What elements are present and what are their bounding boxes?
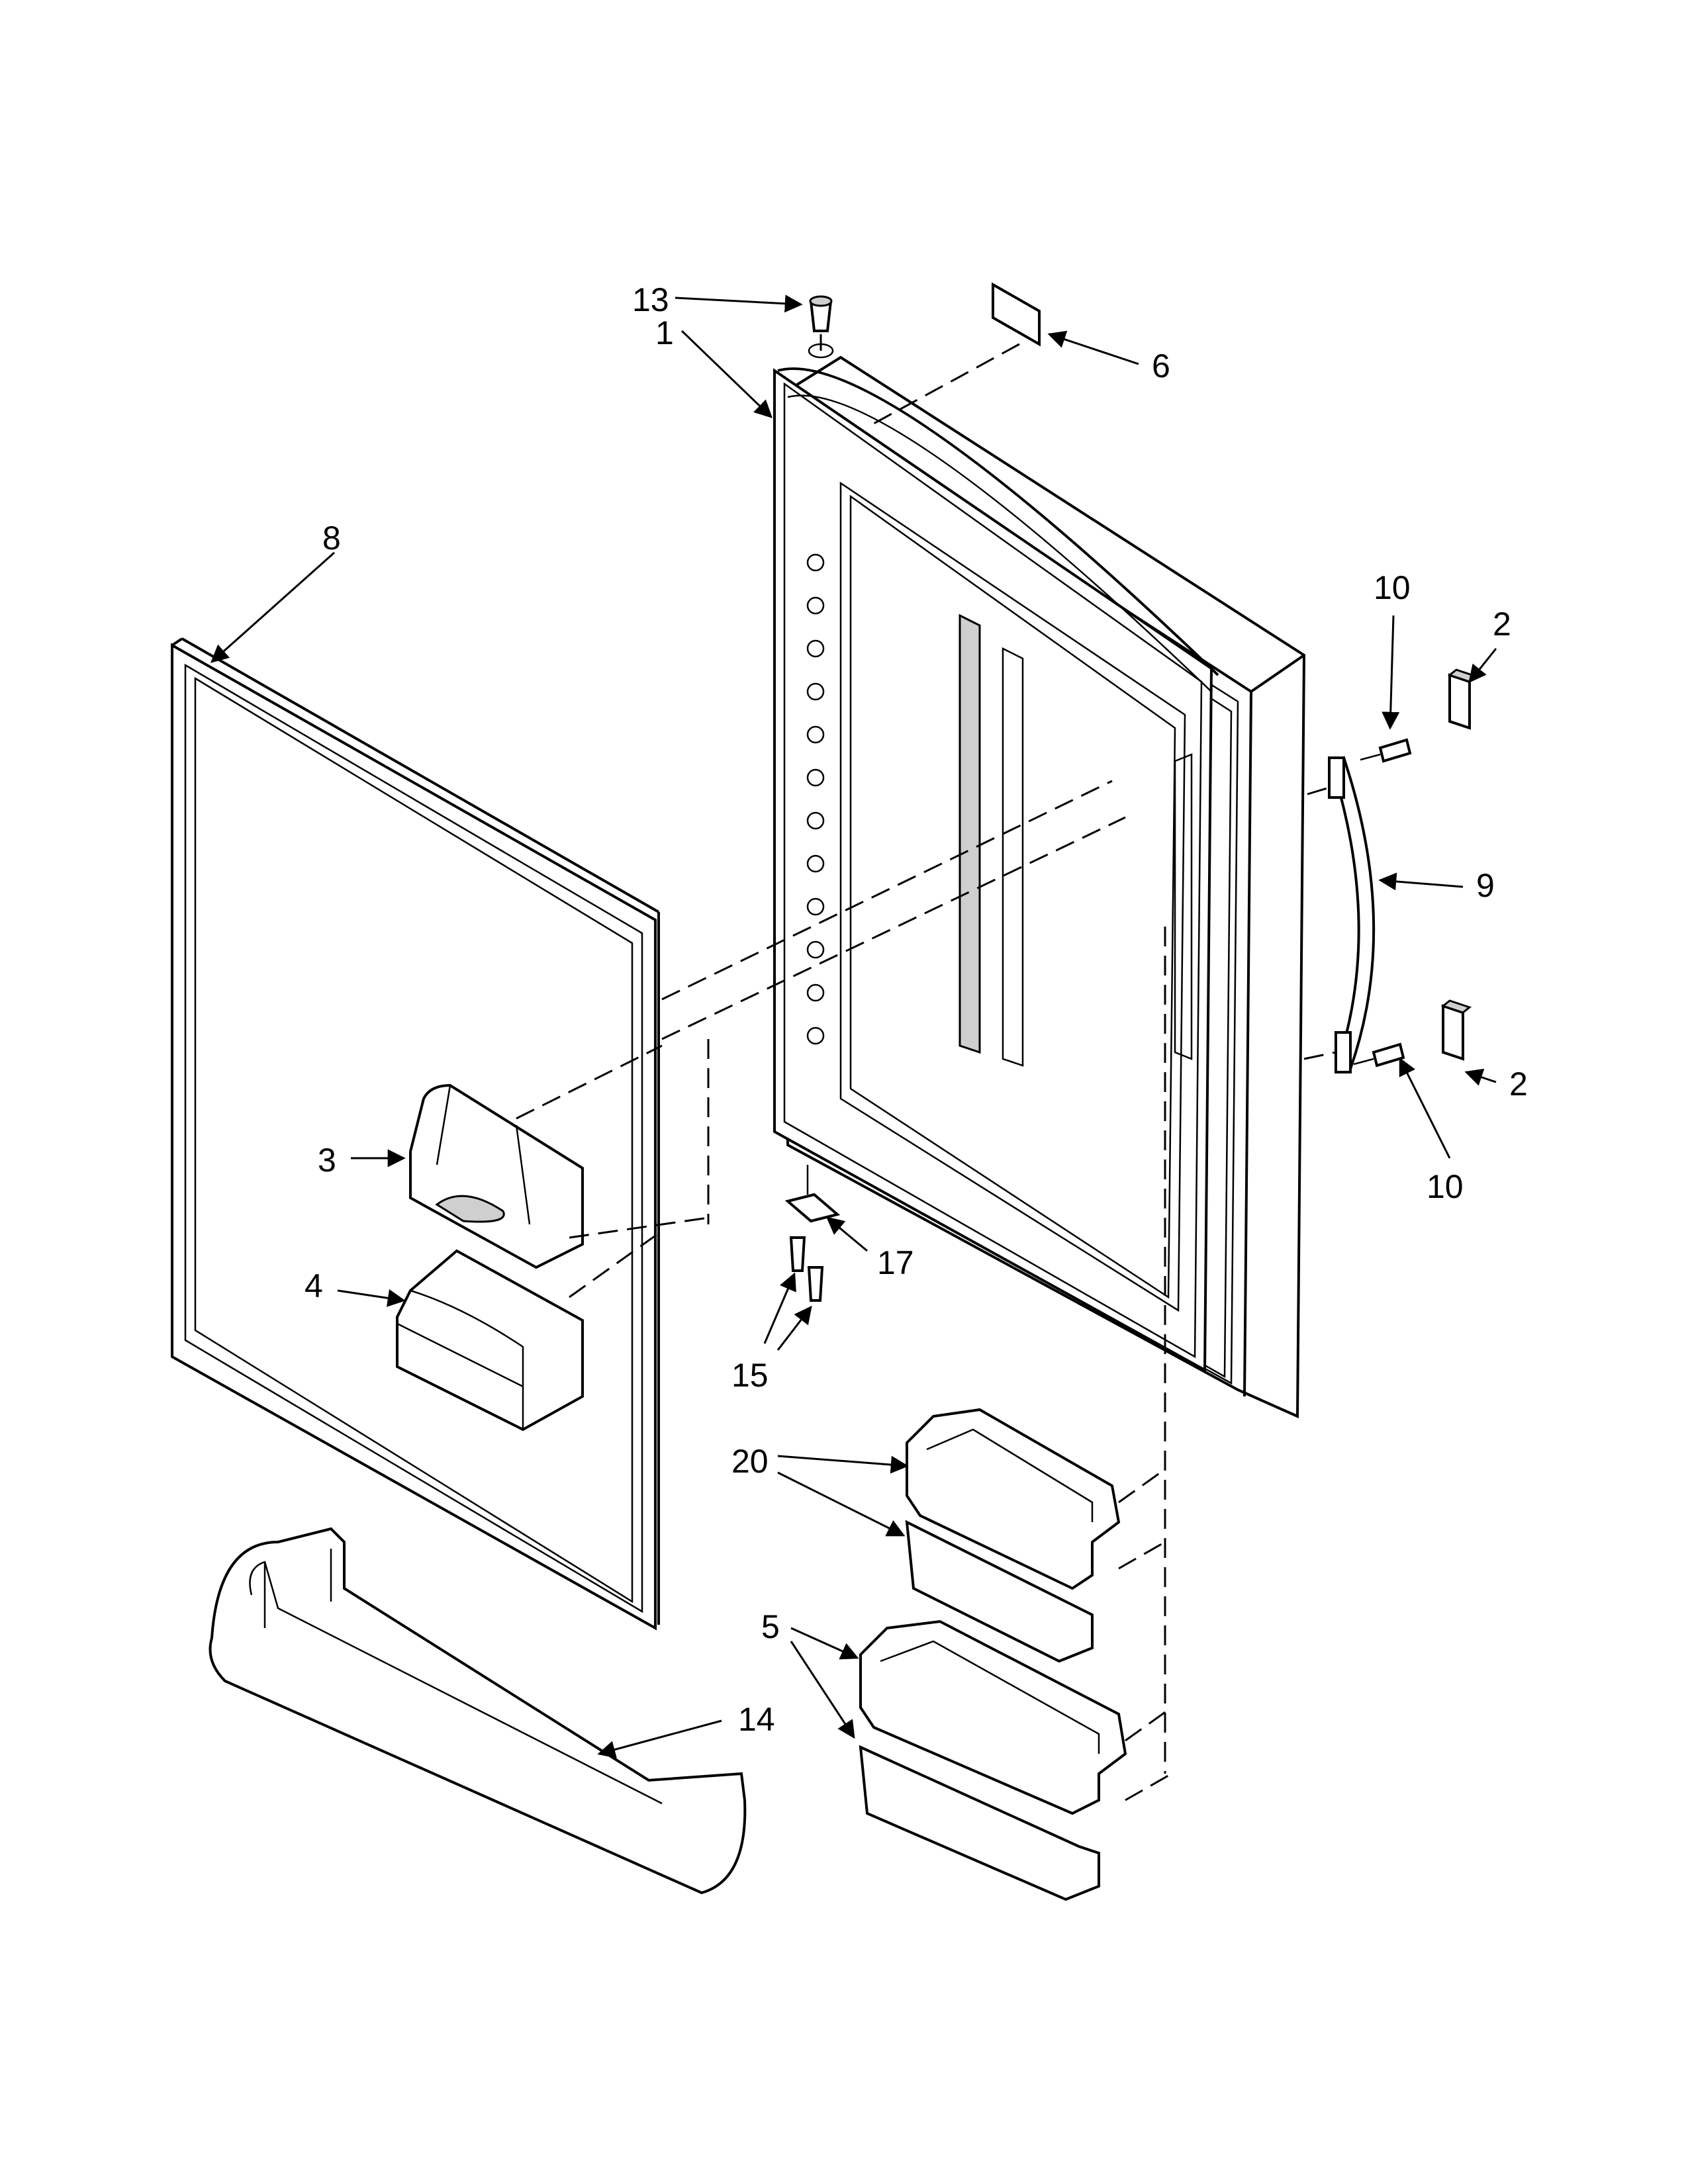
handle-screw-upper-part-10: [1360, 738, 1412, 763]
bracket-part-17: [784, 1165, 841, 1223]
callout-17: 17: [877, 1244, 914, 1281]
door-bin-upper-part-20: [905, 1408, 1166, 1663]
door-handle-part-9: [1303, 756, 1376, 1073]
callout-6: 6: [1152, 347, 1170, 385]
callout-14: 14: [738, 1701, 775, 1738]
door-bin-lower-part-5: [859, 1619, 1172, 1901]
dispenser-module-part-3: [409, 1044, 709, 1269]
callout-2-lower: 2: [1509, 1066, 1528, 1103]
label-part-6: [873, 282, 1041, 425]
callout-10-lower: 10: [1427, 1168, 1464, 1205]
dairy-bin-part-4: [396, 1230, 663, 1432]
callout-1: 1: [655, 314, 674, 351]
leader-lines: [210, 295, 1497, 1758]
hinge-plug-part-13: [809, 295, 833, 351]
callout-3: 3: [318, 1142, 336, 1179]
callout-5: 5: [761, 1608, 780, 1645]
handle-end-cap-lower-part-2: [1440, 999, 1472, 1061]
bottom-door-shelf-part-14: [209, 1527, 747, 1895]
handle-screw-lower-part-10: [1353, 1042, 1405, 1068]
door-assembly: [773, 343, 1306, 1419]
callout-20: 20: [731, 1443, 769, 1480]
bracket-screws-part-15: [789, 1236, 824, 1302]
callout-9: 9: [1476, 867, 1495, 904]
callout-15: 15: [731, 1357, 769, 1394]
callout-10-upper: 10: [1374, 569, 1411, 606]
shelf-support-dimples: [806, 553, 825, 1045]
callout-2-upper: 2: [1493, 606, 1511, 643]
callout-8: 8: [322, 520, 341, 557]
callout-13: 13: [632, 281, 669, 318]
callout-4: 4: [305, 1267, 323, 1304]
